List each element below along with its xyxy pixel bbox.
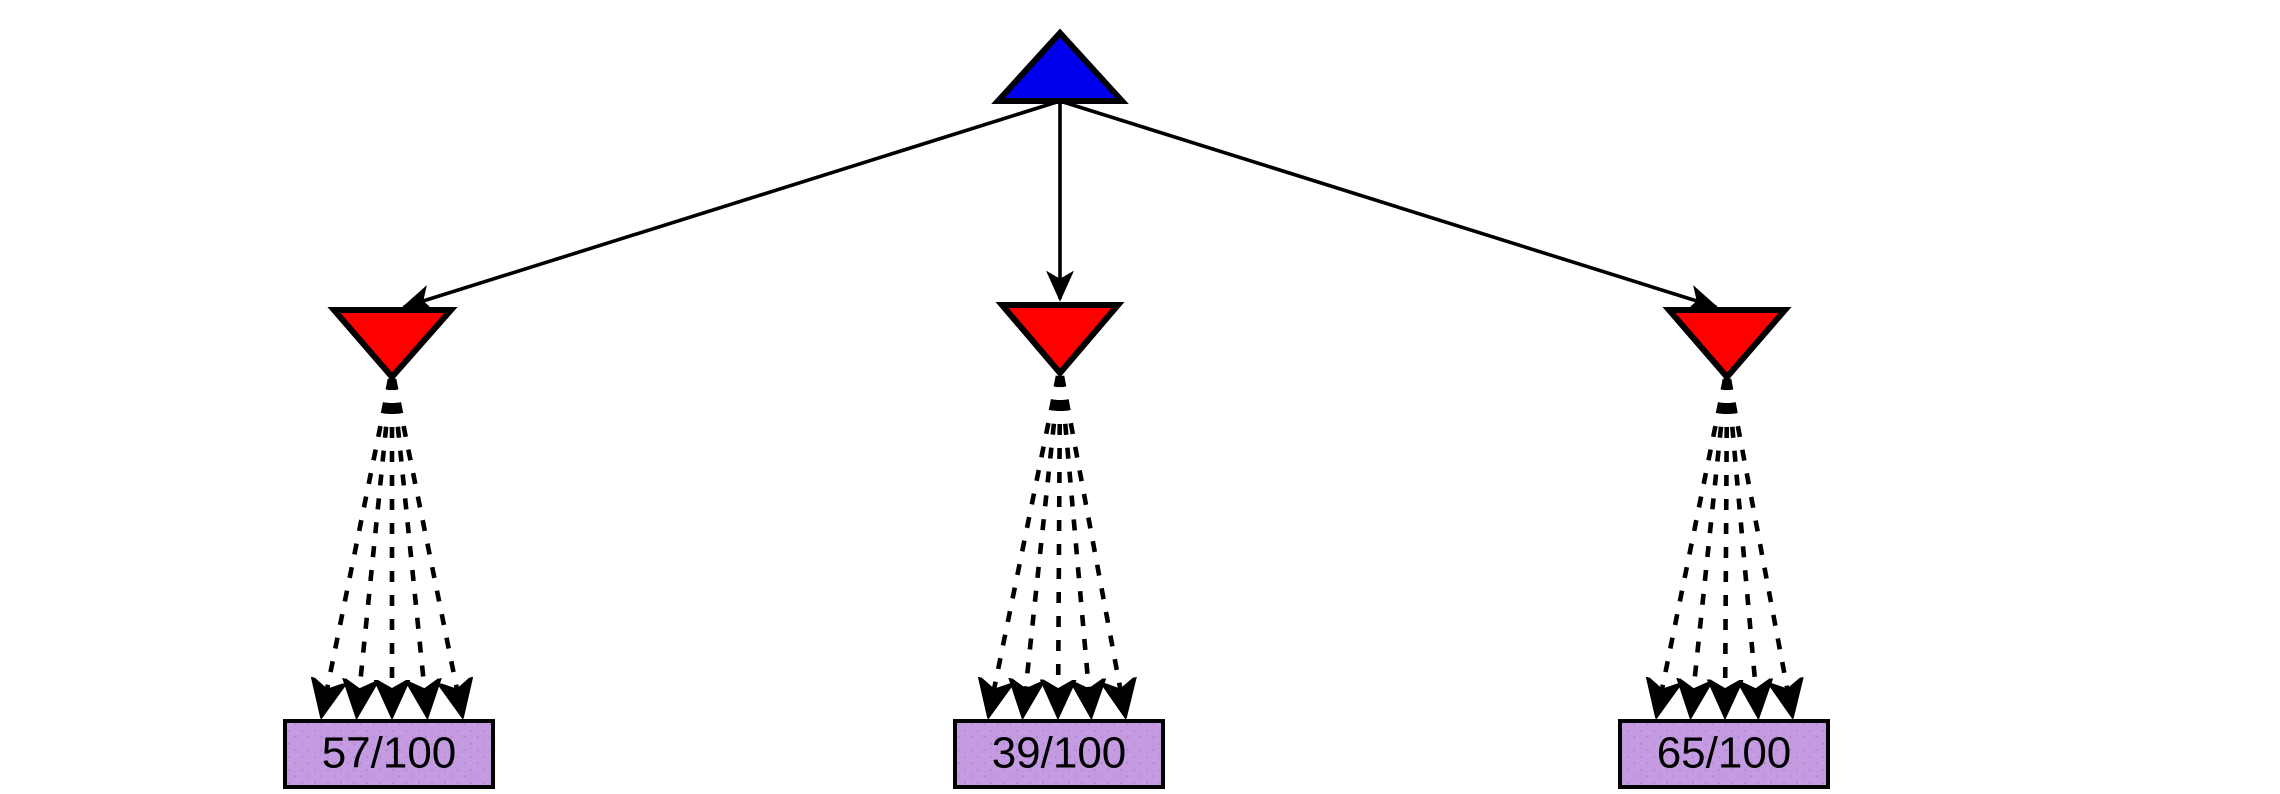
leaf-node-right[interactable]: 65/100: [1618, 719, 1830, 789]
dashed-edge-middle-3: [1058, 375, 1060, 714]
leaf-left-box[interactable]: [283, 719, 495, 789]
dashed-edge-middle-5: [1059, 375, 1125, 714]
dashed-edge-right-1: [1657, 378, 1728, 714]
root-node-triangle[interactable]: [991, 28, 1129, 104]
leaf-middle-box[interactable]: [953, 719, 1165, 789]
branch-node-middle[interactable]: [995, 302, 1125, 378]
branch-node-right[interactable]: [1662, 307, 1792, 382]
dashed-edge-right-3: [1725, 378, 1727, 714]
dashed-edge-middle-2: [1023, 375, 1062, 714]
branch-right-to-leaf-edges: [1657, 378, 1792, 714]
branch-right-triangle-shape[interactable]: [1662, 307, 1792, 382]
leaf-node-left[interactable]: 57/100: [283, 719, 495, 789]
branch-middle-to-leaf-edges: [989, 375, 1125, 714]
dashed-edge-left-4: [390, 378, 427, 714]
dashed-edge-left-5: [391, 378, 462, 714]
dashed-edge-left-1: [322, 378, 393, 714]
root-to-branch-edges: [401, 99, 1719, 312]
root-triangle-shape[interactable]: [991, 28, 1129, 104]
leaf-right-score-label: 65/100: [1657, 729, 1792, 778]
branch-left-to-leaf-edges: [322, 378, 462, 714]
leaf-right-box[interactable]: [1618, 719, 1830, 789]
branch-middle-triangle-shape[interactable]: [995, 302, 1125, 378]
leaf-node-middle[interactable]: 39/100: [953, 719, 1165, 789]
branch-left-triangle-shape[interactable]: [327, 307, 458, 382]
dashed-edge-middle-4: [1058, 375, 1091, 714]
dashed-edge-middle-1: [989, 375, 1061, 714]
dashed-edge-right-4: [1725, 378, 1758, 714]
dashed-edge-right-5: [1726, 378, 1792, 714]
branch-node-left[interactable]: [327, 307, 458, 382]
edge-root-to-branch-right: [1059, 99, 1719, 312]
dashed-edge-left-2: [357, 378, 394, 714]
edge-root-to-branch-left: [401, 99, 1061, 312]
leaf-middle-score-label: 39/100: [992, 729, 1127, 778]
leaf-left-score-label: 57/100: [322, 729, 457, 778]
dashed-edge-right-2: [1691, 378, 1729, 714]
